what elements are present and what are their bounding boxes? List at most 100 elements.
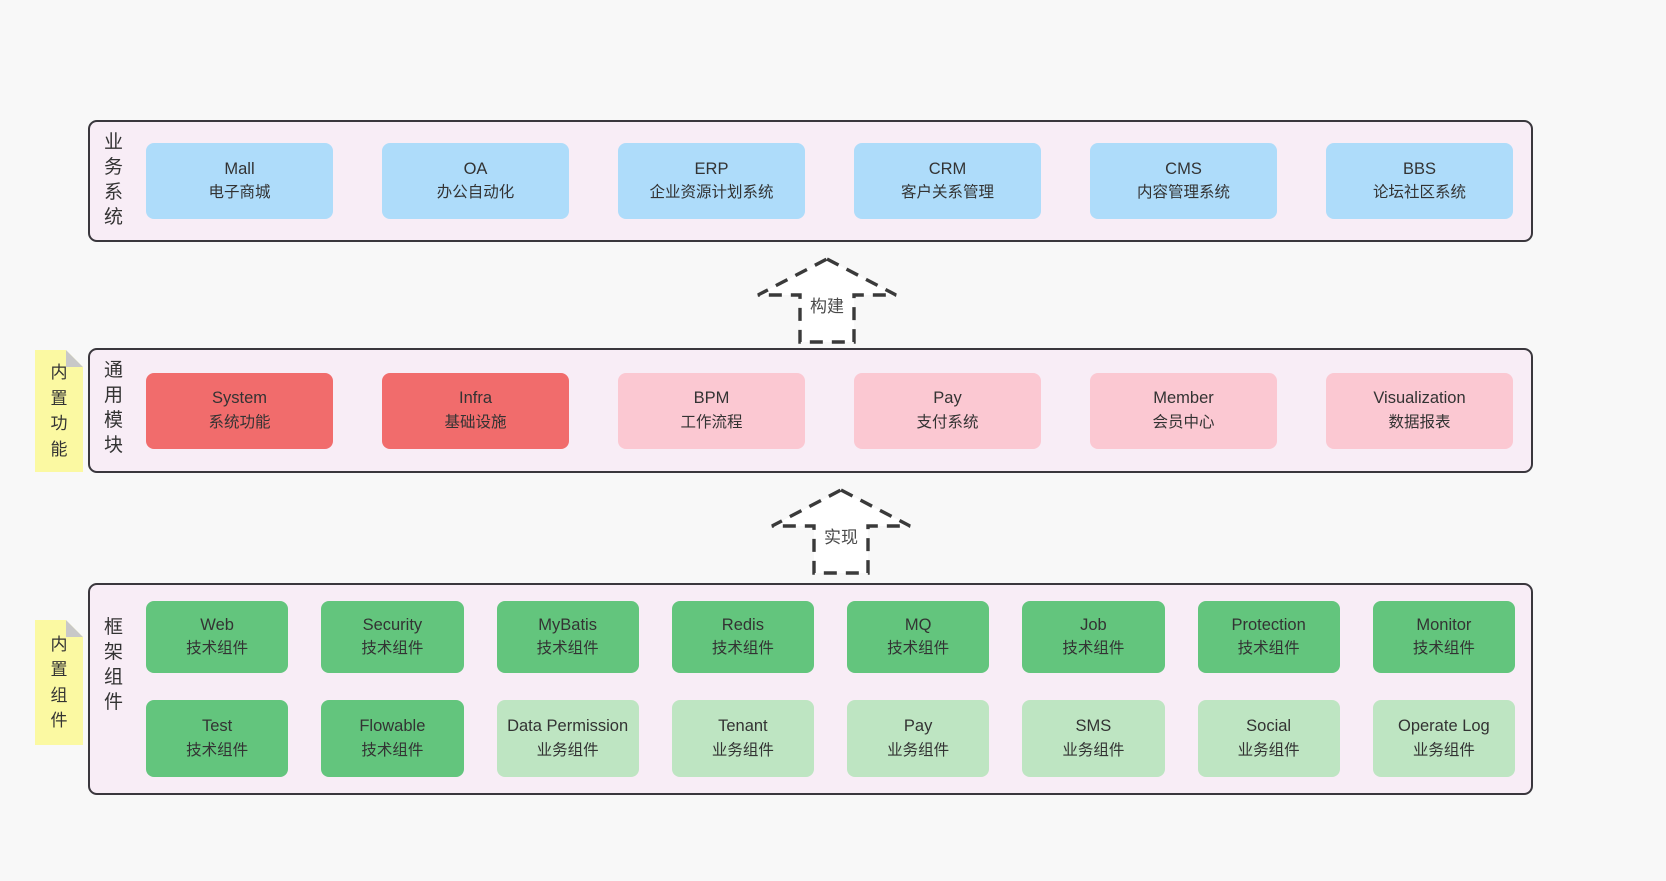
box-subtitle: 办公自动化 xyxy=(436,184,515,202)
box-subtitle: 电子商城 xyxy=(208,184,271,202)
box-subtitle: 技术组件 xyxy=(186,741,249,759)
box-cms: CMS 内容管理系统 xyxy=(1090,143,1277,219)
box-subtitle: 技术组件 xyxy=(361,640,424,658)
framework-row-1: Web 技术组件 Security 技术组件 MyBatis 技术组件 Redi… xyxy=(146,601,1515,673)
builtin-features-sticky: 内置功能 xyxy=(35,350,83,472)
box-sms: SMS 业务组件 xyxy=(1022,700,1165,777)
box-subtitle: 客户关系管理 xyxy=(900,184,994,202)
business-boxes-row: Mall 电子商城 OA 办公自动化 ERP 企业资源计划系统 CRM 客户关系… xyxy=(146,122,1531,240)
box-title: Monitor xyxy=(1416,615,1472,634)
box-subtitle: 技术组件 xyxy=(1412,640,1475,658)
box-subtitle: 业务组件 xyxy=(1062,741,1125,759)
box-data-permission: Data Permission 业务组件 xyxy=(496,700,639,777)
box-title: Pay xyxy=(903,717,933,736)
box-monitor: Monitor 技术组件 xyxy=(1372,601,1515,673)
box-security: Security 技术组件 xyxy=(321,601,464,673)
box-subtitle: 系统功能 xyxy=(208,413,271,431)
box-title: Protection xyxy=(1231,615,1306,634)
box-mall: Mall 电子商城 xyxy=(146,143,333,219)
box-system: System 系统功能 xyxy=(146,372,333,449)
box-subtitle: 技术组件 xyxy=(186,640,249,658)
box-title: Web xyxy=(200,615,234,634)
box-title: Operate Log xyxy=(1398,717,1490,736)
box-subtitle: 支付系统 xyxy=(916,413,979,431)
box-title: BBS xyxy=(1402,159,1437,178)
box-title: Flowable xyxy=(359,717,426,736)
box-flowable: Flowable 技术组件 xyxy=(321,700,464,777)
box-web: Web 技术组件 xyxy=(146,601,289,673)
folded-corner-icon xyxy=(66,620,83,637)
business-systems-band: 业务系统 Mall 电子商城 OA 办公自动化 ERP 企业资源计划系统 CRM… xyxy=(88,120,1533,242)
build-arrow: 构建 xyxy=(754,256,900,346)
box-bbs: BBS 论坛社区系统 xyxy=(1326,143,1513,219)
framework-components-band: 框架组件 Web 技术组件 Security 技术组件 MyBatis 技术组件… xyxy=(88,583,1533,795)
box-title: Member xyxy=(1153,389,1214,408)
box-member: Member 会员中心 xyxy=(1090,372,1277,449)
box-title: Pay xyxy=(933,389,962,408)
box-title: OA xyxy=(463,159,488,178)
box-subtitle: 业务组件 xyxy=(711,741,774,759)
box-mybatis: MyBatis 技术组件 xyxy=(496,601,639,673)
box-mq: MQ 技术组件 xyxy=(847,601,990,673)
box-subtitle: 技术组件 xyxy=(711,640,774,658)
box-subtitle: 基础设施 xyxy=(444,413,507,431)
box-protection: Protection 技术组件 xyxy=(1197,601,1340,673)
implement-arrow: 实现 xyxy=(768,487,914,577)
box-title: System xyxy=(211,389,267,408)
box-title: CRM xyxy=(928,159,967,178)
box-subtitle: 数据报表 xyxy=(1388,413,1451,431)
box-title: Infra xyxy=(458,389,493,408)
box-title: Job xyxy=(1080,615,1107,634)
implement-arrow-label: 实现 xyxy=(820,523,862,548)
box-title: Social xyxy=(1246,717,1292,736)
box-erp: ERP 企业资源计划系统 xyxy=(618,143,805,219)
box-title: Security xyxy=(362,615,423,634)
modules-boxes-row: System 系统功能 Infra 基础设施 BPM 工作流程 Pay 支付系统… xyxy=(146,350,1531,471)
box-title: Mall xyxy=(224,159,255,178)
box-subtitle: 业务组件 xyxy=(887,741,950,759)
box-title: Data Permission xyxy=(507,717,629,736)
box-subtitle: 技术组件 xyxy=(361,741,424,759)
common-modules-band: 通用模块 System 系统功能 Infra 基础设施 BPM 工作流程 Pay… xyxy=(88,348,1533,473)
box-subtitle: 技术组件 xyxy=(1237,640,1300,658)
band-label-framework: 框架组件 xyxy=(103,617,123,714)
box-pay-module: Pay 支付系统 xyxy=(854,372,1041,449)
box-subtitle: 会员中心 xyxy=(1152,413,1215,431)
builtin-components-sticky: 内置组件 xyxy=(35,620,83,745)
band-label-modules: 通用模块 xyxy=(103,360,123,457)
box-subtitle: 工作流程 xyxy=(680,413,743,431)
box-title: MyBatis xyxy=(538,615,597,634)
box-title: BPM xyxy=(693,389,730,408)
box-title: SMS xyxy=(1075,717,1112,736)
box-job: Job 技术组件 xyxy=(1022,601,1165,673)
box-subtitle: 业务组件 xyxy=(1237,741,1300,759)
box-subtitle: 技术组件 xyxy=(887,640,950,658)
box-operate-log: Operate Log 业务组件 xyxy=(1372,700,1515,777)
framework-row-2: Test 技术组件 Flowable 技术组件 Data Permission … xyxy=(146,700,1515,777)
box-test: Test 技术组件 xyxy=(146,700,289,777)
builtin-components-label: 内置组件 xyxy=(50,634,68,730)
box-visualization: Visualization 数据报表 xyxy=(1326,372,1513,449)
box-pay-component: Pay 业务组件 xyxy=(847,700,990,777)
box-redis: Redis 技术组件 xyxy=(671,601,814,673)
box-title: Visualization xyxy=(1373,389,1466,408)
box-subtitle: 业务组件 xyxy=(1412,741,1475,759)
box-title: CMS xyxy=(1165,159,1202,178)
box-subtitle: 企业资源计划系统 xyxy=(649,184,774,202)
box-title: Tenant xyxy=(718,717,768,736)
box-title: Test xyxy=(201,717,233,736)
box-subtitle: 技术组件 xyxy=(536,640,599,658)
box-title: Redis xyxy=(721,615,764,634)
box-oa: OA 办公自动化 xyxy=(382,143,569,219)
box-title: ERP xyxy=(694,159,729,178)
build-arrow-label: 构建 xyxy=(806,292,848,317)
builtin-features-label: 内置功能 xyxy=(50,363,68,459)
box-tenant: Tenant 业务组件 xyxy=(671,700,814,777)
box-subtitle: 内容管理系统 xyxy=(1136,184,1230,202)
box-social: Social 业务组件 xyxy=(1197,700,1340,777)
box-bpm: BPM 工作流程 xyxy=(618,372,805,449)
box-subtitle: 论坛社区系统 xyxy=(1372,184,1466,202)
box-subtitle: 业务组件 xyxy=(536,741,599,759)
box-subtitle: 技术组件 xyxy=(1062,640,1125,658)
